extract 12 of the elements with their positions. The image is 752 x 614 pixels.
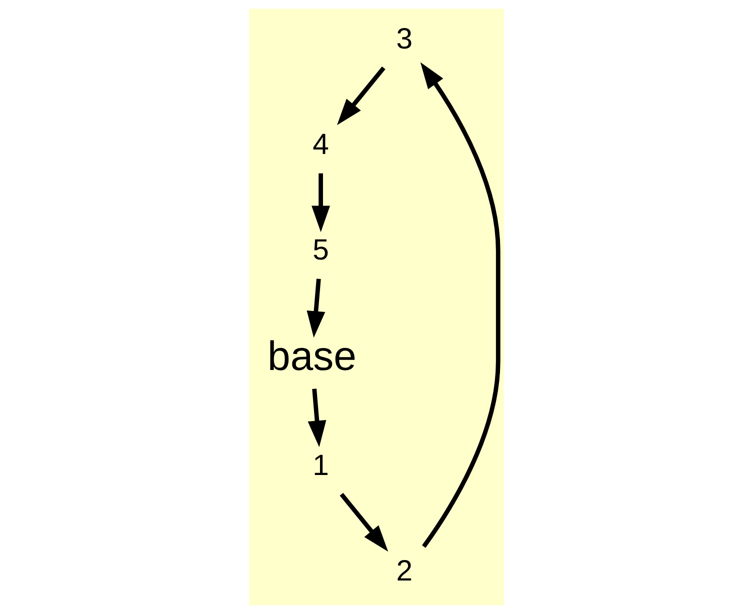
node-text: 3 (396, 22, 412, 56)
node-text: 1 (312, 448, 328, 482)
arrow (307, 388, 326, 448)
arrow (420, 62, 500, 548)
node-text: 4 (312, 128, 328, 161)
arrow (311, 173, 330, 232)
node-text: base (267, 332, 356, 379)
arrow (306, 278, 325, 338)
arrow (339, 492, 388, 552)
node-text: 2 (396, 554, 412, 588)
arrow (336, 66, 385, 126)
node-text: 5 (312, 233, 328, 266)
